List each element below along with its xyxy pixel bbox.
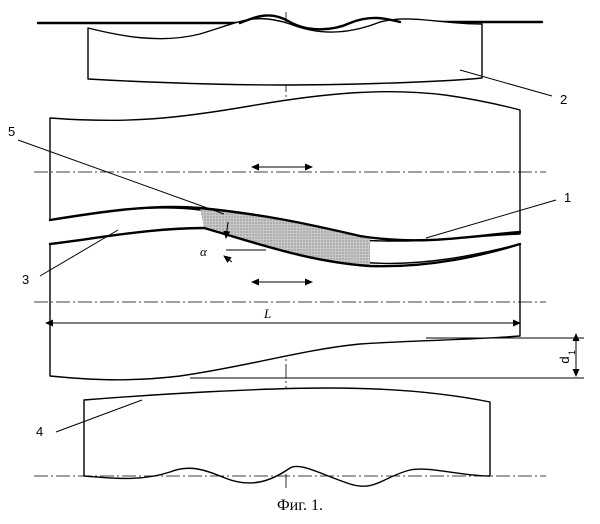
label-3: 3 <box>22 272 29 287</box>
leader-line-1 <box>425 199 557 239</box>
label-2: 2 <box>560 92 567 107</box>
label-d-subscript: 1 <box>567 350 577 355</box>
label-length: L <box>263 306 271 321</box>
label-1: 1 <box>564 190 571 205</box>
label-d: d <box>557 356 572 363</box>
leader-line-5 <box>17 139 225 215</box>
leader-line-4 <box>55 399 143 433</box>
angle-arrow-top <box>223 221 231 239</box>
top-support-body <box>87 17 483 86</box>
angle-arrow-bottom <box>223 255 233 263</box>
workpiece-lower-edge <box>48 226 522 268</box>
bottom-support-body <box>83 387 491 487</box>
label-4: 4 <box>36 424 43 439</box>
figure-caption: Фиг. 1. <box>277 497 323 514</box>
label-alpha: α <box>200 244 208 259</box>
label-5: 5 <box>8 124 15 139</box>
leader-line-3 <box>39 229 119 277</box>
deformation-zone <box>200 208 370 266</box>
leader-line-2 <box>459 69 553 97</box>
workpiece-upper-edge <box>48 205 522 242</box>
upper-roll <box>49 90 521 242</box>
label-d1: d 1 <box>557 350 577 364</box>
top-support-wave <box>238 14 402 31</box>
